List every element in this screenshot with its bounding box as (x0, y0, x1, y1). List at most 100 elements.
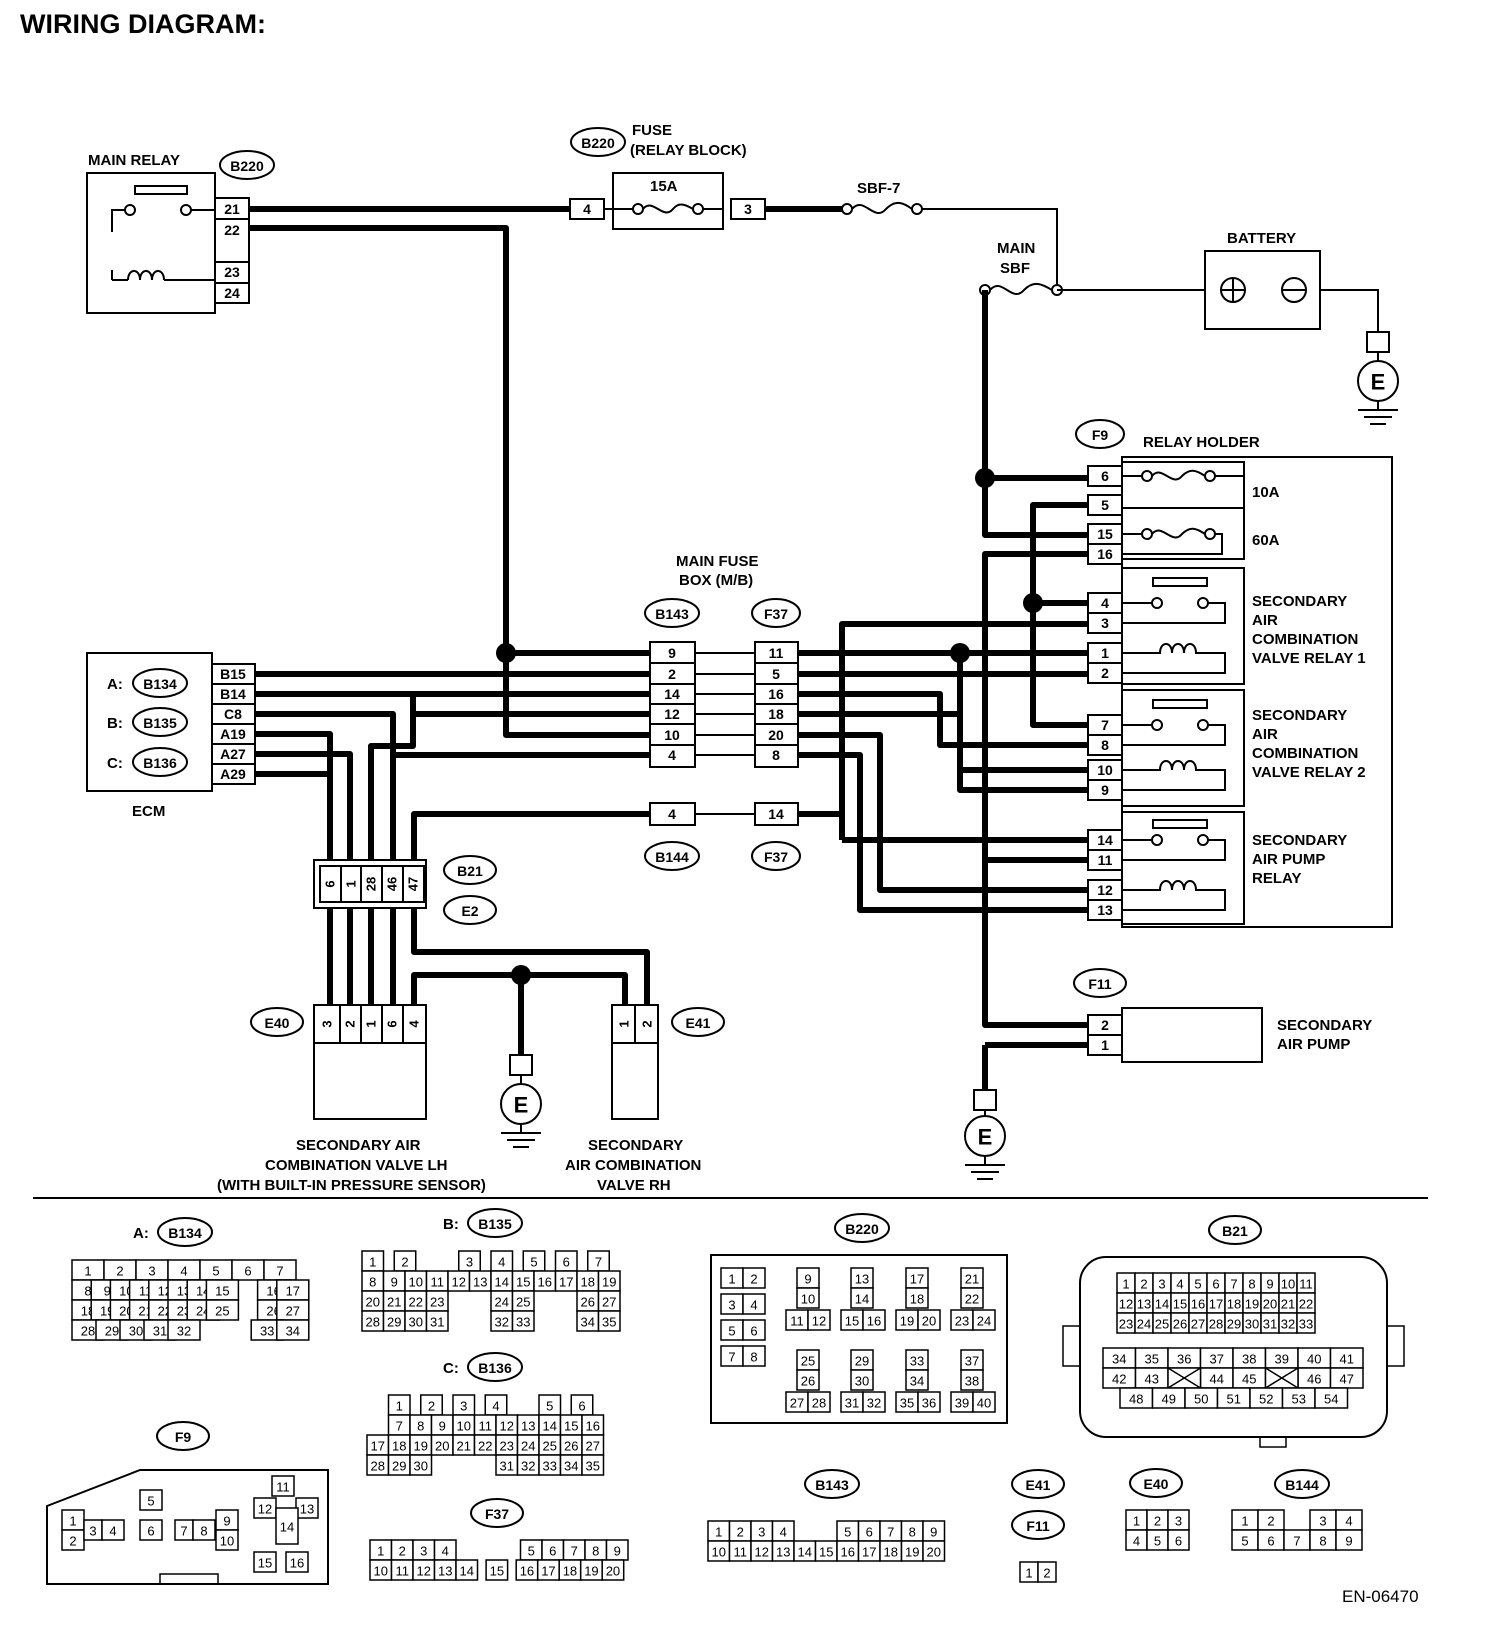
b135-label: B135 (143, 715, 177, 731)
b135-view-pin: 28 (366, 1315, 380, 1330)
b136-view-pin: 8 (417, 1419, 424, 1434)
b220-view-pin: 35 (900, 1396, 914, 1411)
pump-relay-coil-icon (1122, 880, 1226, 911)
b21-key (1259, 1436, 1287, 1448)
wires (247, 206, 1379, 1090)
main-relay-connector-label: B220 (230, 158, 264, 174)
valve-rh-label: VALVE RH (597, 1177, 671, 1194)
relay-coil-icon (111, 270, 215, 281)
f9-view-pin: 15 (258, 1556, 272, 1571)
b136-view-pin: 21 (457, 1439, 471, 1454)
b220-view-pin: 7 (728, 1350, 735, 1365)
e40-view-pin: 1 (1133, 1514, 1140, 1529)
b136-view-pin: 10 (457, 1419, 471, 1434)
ecm-pin: A19 (220, 726, 246, 742)
wire-f37-16 (798, 691, 1088, 748)
e40-view-pin: 5 (1154, 1534, 1161, 1549)
sbf7: SBF-7 (841, 180, 923, 215)
connector-pin-cell (796, 1287, 820, 1309)
connector-pin-cell (275, 1507, 299, 1545)
ground-label: E (978, 1125, 993, 1150)
main-sbf: MAIN SBF (979, 240, 1063, 296)
b21-view-pin: 3 (1158, 1277, 1165, 1292)
e40-pin: 1 (364, 1020, 379, 1027)
pin-24: 24 (224, 285, 240, 301)
b21-view-pin: 45 (1242, 1372, 1256, 1387)
f37-pin: 11 (769, 645, 784, 661)
connector-pin-cell (807, 1309, 831, 1331)
ground-lug (509, 1054, 533, 1076)
junction-dot (511, 965, 531, 985)
f9-pin-11: 11 (1098, 852, 1113, 868)
e40-pin: 6 (385, 1020, 400, 1027)
main-sbf-fuse-icon (989, 283, 1053, 296)
wire-ecm-a19 (255, 731, 333, 860)
sbf7-label: SBF-7 (857, 180, 900, 197)
connector-pin-cell (139, 1519, 163, 1541)
relay-line (111, 209, 125, 232)
f9-view-pin: 12 (258, 1502, 272, 1517)
b21-view-pin: 22 (1299, 1297, 1313, 1312)
f37-b-connector-id (751, 841, 801, 871)
e40-pin: 4 (407, 1020, 422, 1028)
b21-view-pin: 12 (1119, 1297, 1133, 1312)
b21-view-pin: 1 (1122, 1277, 1129, 1292)
b134-view-pin: 34 (286, 1324, 300, 1339)
e2-label: E2 (461, 903, 478, 919)
f9-pin-16: 16 (1097, 546, 1113, 562)
b21-view-pin: 54 (1324, 1392, 1338, 1407)
connector-pin-cell (742, 1293, 766, 1315)
relay-contact-bar (1152, 699, 1208, 709)
b134-view-pin: 32 (177, 1324, 191, 1339)
pin-21: 21 (224, 201, 240, 217)
b21-view-pin: 53 (1292, 1392, 1306, 1407)
b21-view-pin: 23 (1119, 1317, 1133, 1332)
ecm-pin: A27 (220, 746, 246, 762)
e41-pin: 2 (640, 1020, 655, 1027)
b143-view-pin: 5 (844, 1525, 851, 1540)
b21-view-pin: 27 (1191, 1317, 1205, 1332)
b220-view-pin: 4 (750, 1298, 757, 1313)
ground-lug (973, 1089, 997, 1111)
b220-view-pin: 23 (955, 1314, 969, 1329)
b144-view-pin: 1 (1241, 1514, 1248, 1529)
wire-sbf7-mainsbf (922, 208, 1058, 286)
f37-view-pin: 7 (571, 1544, 578, 1559)
relay-contact (1197, 597, 1209, 609)
connector-pin-cell (850, 1287, 874, 1309)
ecm: A: B134 B: B135 C: B136 B15 B14 C8 A19 A… (86, 652, 256, 820)
b220-view-pin: 28 (812, 1396, 826, 1411)
ecm-pin: A29 (220, 766, 246, 782)
fuse-box-dividers (650, 662, 798, 746)
b136-view-prefix: C: (443, 1360, 459, 1377)
f9-view-pin: 11 (276, 1480, 290, 1495)
b136-view-pin: 11 (479, 1419, 493, 1434)
relay-contact (1151, 834, 1163, 846)
b220-view-pin: 37 (965, 1354, 979, 1369)
pump-relay-label: RELAY (1252, 870, 1301, 887)
b21-view-pin: 11 (1299, 1277, 1313, 1292)
b136-view-pin: 35 (586, 1459, 600, 1474)
valve-rh-label: AIR COMBINATION (565, 1157, 701, 1174)
b21-view-pin: 14 (1155, 1297, 1169, 1312)
f9-pin-1: 1 (1101, 645, 1109, 661)
relay-holder-pins: 6 5 15 16 4 3 1 2 7 8 10 9 14 11 12 13 (1087, 465, 1123, 921)
main-sbf-label-1: MAIN (997, 240, 1035, 257)
connector-pin-cell (455, 1559, 479, 1581)
b135-view-pin: 26 (581, 1295, 595, 1310)
b135-view-pin: 18 (581, 1275, 595, 1290)
b220-view-pin: 5 (728, 1324, 735, 1339)
b136-view-pin: 31 (500, 1459, 514, 1474)
f37-connector-id (751, 598, 801, 628)
f37-view-pin: 2 (399, 1544, 406, 1559)
connector-pin-cell (796, 1369, 820, 1391)
f9-view-pin: 14 (280, 1520, 294, 1535)
b21-view-pin: 7 (1230, 1277, 1237, 1292)
b143-view-pin: 17 (862, 1545, 876, 1560)
relay-2-coil-icon (1122, 760, 1226, 791)
f9-pin-3: 3 (1101, 615, 1109, 631)
main-fuse-box: MAIN FUSE BOX (M/B) B143 F37 9 2 14 12 1… (644, 553, 801, 871)
b220-connector-id (219, 150, 275, 180)
f37-view-pin: 12 (417, 1564, 431, 1579)
